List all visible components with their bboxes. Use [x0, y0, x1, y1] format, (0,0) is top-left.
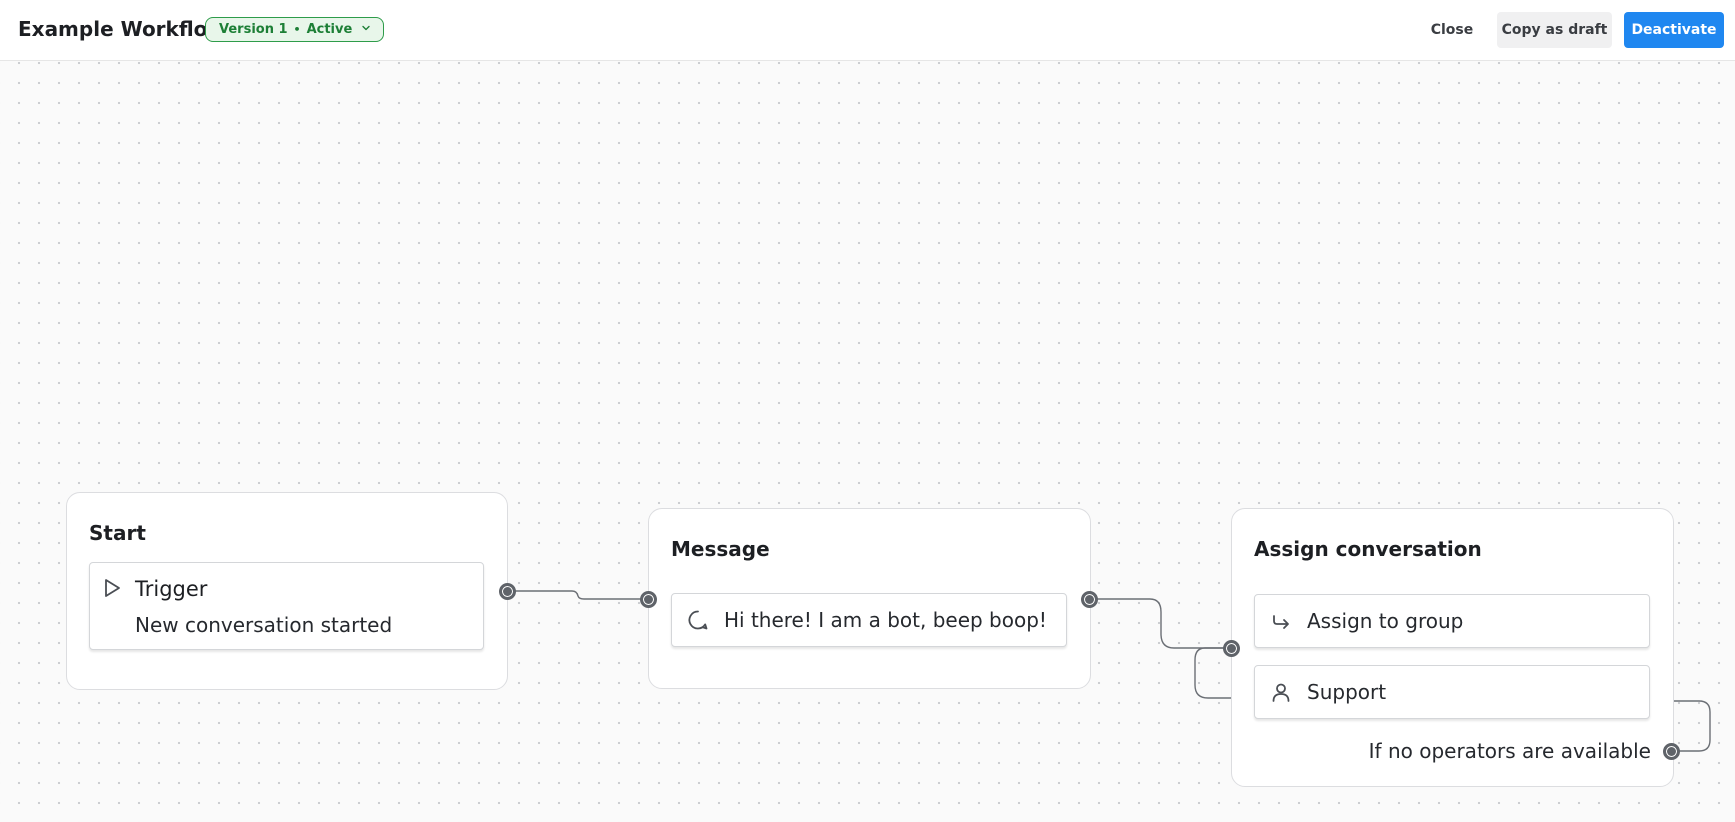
user-icon: [1269, 680, 1293, 704]
version-status-badge[interactable]: Version 1 • Active: [205, 17, 385, 42]
close-button[interactable]: Close: [1420, 12, 1484, 48]
play-icon: [102, 577, 122, 603]
message-node-title: Message: [671, 537, 770, 561]
trigger-card[interactable]: Trigger New conversation started: [89, 562, 484, 650]
assign-conversation-node[interactable]: Assign conversation Assign to group Supp…: [1231, 508, 1674, 787]
message-text: Hi there! I am a bot, beep boop!: [724, 608, 1047, 632]
workflow-title: Example Workflow: [18, 17, 226, 41]
status-label: Active: [306, 22, 353, 37]
fallback-output-port[interactable]: [1663, 743, 1680, 760]
version-label: Version 1: [219, 22, 288, 37]
chat-bubble-icon: [686, 608, 710, 632]
assign-input-port[interactable]: [1223, 640, 1240, 657]
start-node-title: Start: [89, 521, 146, 545]
badge-separator: •: [293, 23, 301, 36]
assign-node-title: Assign conversation: [1254, 537, 1482, 561]
assign-group-card[interactable]: Support: [1254, 665, 1650, 719]
forward-arrow-icon: [1269, 609, 1293, 633]
message-output-port[interactable]: [1081, 591, 1098, 608]
start-output-port[interactable]: [499, 583, 516, 600]
message-node[interactable]: Message Hi there! I am a bot, beep boop!: [648, 508, 1091, 689]
chevron-down-icon: [358, 22, 371, 37]
assign-group-label: Support: [1307, 680, 1387, 704]
trigger-label: Trigger: [135, 577, 208, 601]
assign-action-label: Assign to group: [1307, 609, 1464, 633]
message-input-port[interactable]: [640, 591, 657, 608]
workflow-canvas[interactable]: [0, 62, 1735, 822]
fallback-label: If no operators are available: [1368, 739, 1651, 763]
workflow-header: Example Workflow Version 1 • Active Clos…: [0, 0, 1735, 61]
start-node[interactable]: Start Trigger New conversation started: [66, 492, 508, 690]
trigger-event: New conversation started: [135, 613, 393, 637]
deactivate-button[interactable]: Deactivate: [1624, 12, 1724, 48]
assign-action-card[interactable]: Assign to group: [1254, 594, 1650, 648]
message-card[interactable]: Hi there! I am a bot, beep boop!: [671, 593, 1067, 647]
copy-as-draft-button[interactable]: Copy as draft: [1497, 12, 1612, 48]
